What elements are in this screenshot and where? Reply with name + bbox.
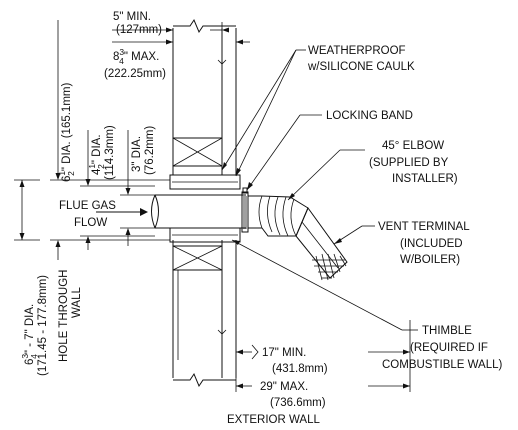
flow-label-line2: FLOW	[74, 217, 107, 229]
ext-min-mm: (431.8mm)	[272, 363, 328, 375]
max-wall-den: 4	[119, 56, 124, 66]
dia1-label: 612" DIA. (165.1mm)	[57, 83, 76, 182]
thimble-sub2: COMBUSTIBLE WALL)	[382, 359, 503, 371]
vent-terminal-sub1: (INCLUDED	[400, 238, 463, 250]
ext-max-label: 29" MAX.	[260, 381, 308, 393]
left-dimensions	[14, 20, 170, 260]
locking-band-label: LOCKING BAND	[326, 110, 413, 122]
hole-suffix: " - 7" DIA.	[24, 304, 36, 354]
hole-whole: 6	[24, 359, 36, 365]
elbow-sub1: (SUPPLIED BY	[369, 157, 449, 169]
flue-pipe	[151, 194, 246, 229]
dia2-suffix: " DIA.	[91, 134, 103, 164]
dia3-label: 3" DIA.	[131, 136, 143, 172]
top-dimensions	[112, 22, 250, 45]
dia2-num: 1	[87, 164, 97, 169]
leader-lines	[221, 49, 418, 331]
flow-label-line1: FLUE GAS	[59, 200, 116, 212]
max-wall-num: 3	[119, 47, 124, 57]
dia2-label: 412" DIA.	[87, 134, 106, 175]
elbow-label: 45° ELBOW	[382, 140, 444, 152]
vent-terminal-sub2: W/BOILER)	[400, 254, 460, 266]
thimble	[169, 174, 241, 243]
dia1-num: 1	[57, 171, 67, 176]
ext-max-mm: (736.6mm)	[270, 397, 326, 409]
ext-min-label: 17" MIN.	[262, 347, 306, 359]
dia1-den: 2	[66, 171, 76, 176]
thimble-sub1: (REQUIRED IF	[410, 342, 488, 354]
dia2-whole: 4	[91, 168, 103, 175]
hole-num: 3	[20, 354, 30, 359]
elbow-sub2: INSTALLER)	[392, 173, 458, 185]
vent-terminal-label: VENT TERMINAL	[378, 221, 470, 233]
thimble-label: THIMBLE	[422, 325, 472, 337]
dia3-mm: (76.2mm)	[144, 126, 156, 175]
vent-terminal	[295, 206, 348, 281]
weatherproof-sub: w/SILICONE CAULK	[307, 61, 415, 73]
dia2-den: 2	[96, 164, 106, 169]
hole-through-label: HOLE THROUGH	[58, 270, 70, 362]
hole-dia-mm: (171.45 - 177.8mm)	[37, 275, 49, 376]
hole-dia-label: 634" - 7" DIA.	[20, 304, 39, 365]
max-wall-suffix: " MAX.	[124, 51, 159, 63]
locking-band	[241, 187, 249, 233]
dia1-whole: 6	[61, 176, 73, 182]
min-wall-label: 5" MIN.	[113, 11, 151, 23]
hole-den: 4	[29, 354, 39, 359]
dia2-mm: (114.3mm)	[104, 125, 116, 180]
dia1-suffix: " DIA. (165.1mm)	[61, 83, 73, 172]
max-wall-whole: 8	[113, 51, 119, 63]
flow-arrow	[96, 208, 148, 216]
hole-wall-label: WALL	[71, 287, 83, 318]
exterior-wall-label: EXTERIOR WALL	[227, 414, 320, 426]
bottom-dimensions	[235, 320, 411, 392]
wall	[172, 18, 237, 388]
min-wall-mm: (127mm)	[116, 24, 162, 36]
weatherproof-label: WEATHERPROOF	[308, 45, 406, 57]
max-wall-mm: (222.25mm)	[104, 68, 166, 80]
